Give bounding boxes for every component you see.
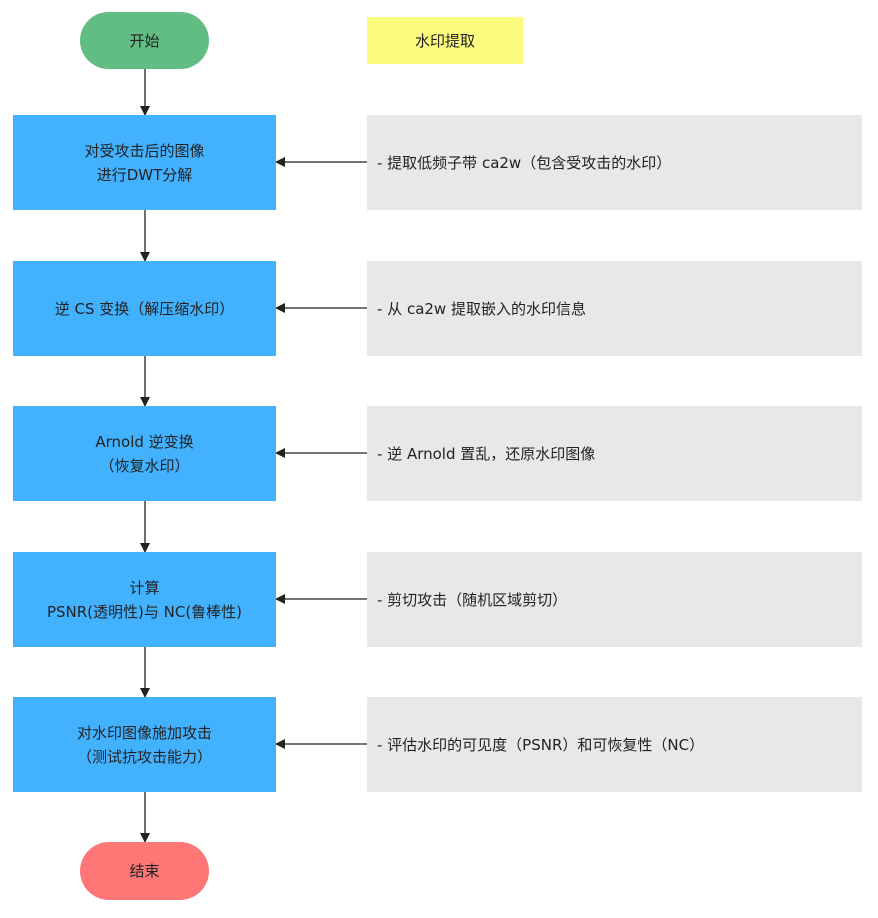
step-line2: PSNR(透明性)与 NC(鲁棒性) xyxy=(46,602,243,621)
step-line2: （恢复水印） xyxy=(99,456,190,475)
note-5: - 评估水印的可见度（PSNR）和可恢复性（NC） xyxy=(367,697,862,792)
title-box: 水印提取 xyxy=(367,17,523,64)
step-line1: 对水印图像施加攻击 xyxy=(76,723,212,742)
step-dwt: 对受攻击后的图像 进行DWT分解 xyxy=(13,115,276,210)
title-label: 水印提取 xyxy=(414,31,475,50)
note-text: - 提取低频子带 ca2w（包含受攻击的水印） xyxy=(377,153,672,172)
step-inverse-cs: 逆 CS 变换（解压缩水印） xyxy=(13,261,276,356)
note-text: - 从 ca2w 提取嵌入的水印信息 xyxy=(377,299,586,318)
note-text: - 评估水印的可见度（PSNR）和可恢复性（NC） xyxy=(377,735,705,754)
note-1: - 提取低频子带 ca2w（包含受攻击的水印） xyxy=(367,115,862,210)
step-line1: 计算 xyxy=(129,578,160,597)
end-label: 结束 xyxy=(129,862,160,880)
note-3: - 逆 Arnold 置乱，还原水印图像 xyxy=(367,406,862,501)
step-compute-metrics: 计算 PSNR(透明性)与 NC(鲁棒性) xyxy=(13,552,276,647)
step-line2: （测试抗攻击能力） xyxy=(76,747,212,766)
step-line1: Arnold 逆变换 xyxy=(95,432,194,451)
note-text: - 剪切攻击（随机区域剪切） xyxy=(377,590,568,609)
start-node: 开始 xyxy=(80,12,209,69)
note-text: - 逆 Arnold 置乱，还原水印图像 xyxy=(377,444,596,463)
note-4: - 剪切攻击（随机区域剪切） xyxy=(367,552,862,647)
note-2: - 从 ca2w 提取嵌入的水印信息 xyxy=(367,261,862,356)
step-line1: 逆 CS 变换（解压缩水印） xyxy=(54,299,235,318)
step-apply-attack: 对水印图像施加攻击 （测试抗攻击能力） xyxy=(13,697,276,792)
step-inverse-arnold: Arnold 逆变换 （恢复水印） xyxy=(13,406,276,501)
step-line1: 对受攻击后的图像 xyxy=(84,141,205,160)
step-line2: 进行DWT分解 xyxy=(96,165,193,184)
start-label: 开始 xyxy=(129,31,160,50)
end-node: 结束 xyxy=(80,842,209,900)
